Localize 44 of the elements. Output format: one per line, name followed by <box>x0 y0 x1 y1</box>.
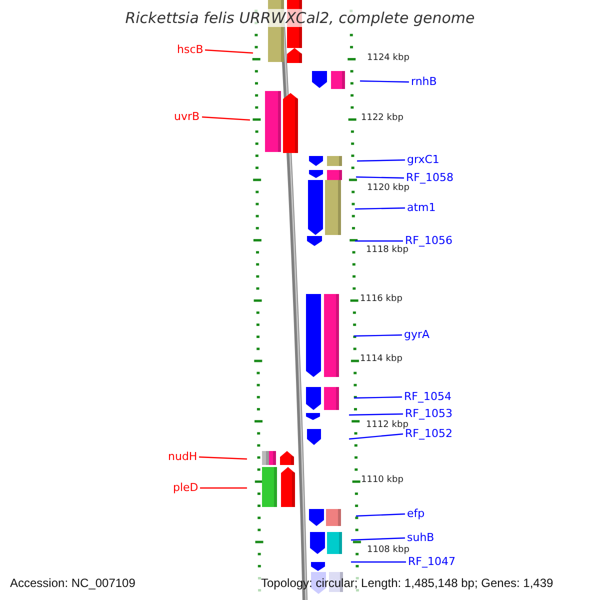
leader-line <box>356 513 406 517</box>
title: Rickettsia felis URRWXCal2, complete genome <box>123 9 477 27</box>
scale-label: 1120 kbp <box>367 184 410 193</box>
leader-line <box>354 396 402 399</box>
leader-line <box>356 159 406 162</box>
scale-label: 1116 kbp <box>360 295 402 304</box>
leader-line <box>200 487 247 489</box>
footer-text: Topology: circular; Length: 1,485,148 bp; Genes: 1,439 <box>261 577 554 589</box>
leader-line <box>198 456 248 460</box>
leader-line <box>348 433 404 440</box>
gene-label: RF_1058 <box>406 172 454 183</box>
scale-label: 1122 kbp <box>361 114 404 123</box>
leader-line <box>348 413 404 416</box>
gene-label: RF_1053 <box>405 408 452 419</box>
leader-line <box>354 334 402 337</box>
gene-label: hscB <box>177 44 204 55</box>
leader-line <box>355 240 403 242</box>
gene-label: RF_1056 <box>405 235 452 246</box>
gene-label: RF_1054 <box>404 391 452 402</box>
gene-label: nudH <box>168 451 198 462</box>
gene-label: RF_1052 <box>405 428 452 439</box>
gene-label: gyrA <box>404 329 430 340</box>
gene-label: grxC1 <box>407 154 440 165</box>
gene-label: efp <box>407 508 425 519</box>
gene-label: uvrB <box>174 111 200 122</box>
scale-label: 1118 kbp <box>366 246 408 255</box>
scale-label: 1124 kbp <box>367 54 410 63</box>
leader-line <box>356 176 404 179</box>
leader-line <box>351 561 406 563</box>
gene-label: rnhB <box>411 76 437 87</box>
leader-line <box>204 49 254 54</box>
gene-label: suhB <box>407 532 434 543</box>
footer-text: Accession: NC_007109 <box>10 577 136 589</box>
gene-label: RF_1047 <box>408 556 456 567</box>
leader-line <box>360 80 410 83</box>
scale-label: 1108 kbp <box>367 546 410 555</box>
leader-line <box>202 116 250 121</box>
gene-label: atm1 <box>407 202 436 213</box>
scale-label: 1110 kbp <box>361 476 404 485</box>
gene-label: pleD <box>173 482 198 493</box>
leader-line <box>350 537 406 541</box>
scale-label: 1114 kbp <box>360 355 402 364</box>
scale-label: 1112 kbp <box>366 421 408 430</box>
leader-line <box>354 207 406 210</box>
